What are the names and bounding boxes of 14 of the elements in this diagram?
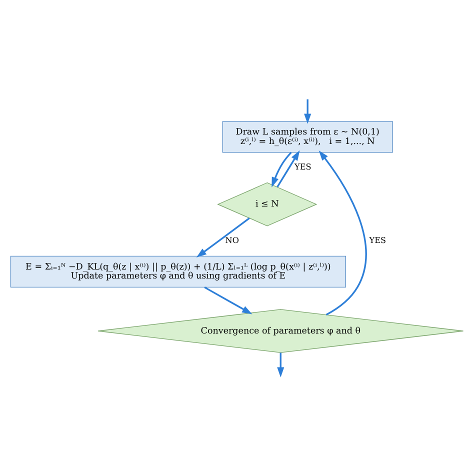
node-box: Draw L samples from ε ~ N(0,1) z⁽ⁱ,ˡ⁾ = h_θ(ε⁽ⁱ⁾, x⁽ⁱ⁾), i = 1,..., N bbox=[222, 121, 393, 153]
arrow bbox=[204, 286, 252, 314]
arrow bbox=[318, 150, 367, 316]
arrow bbox=[304, 99, 312, 124]
node-box: E = Σᵢ₌₁ᴺ −D_KL(q_θ(z | x⁽ⁱ⁾) || p_θ(z)) + (1/L) Σₗ₌₁ᴸ (log p_θ(x⁽ⁱ⁾ | z⁽ⁱ,ˡ⁾)) Update parameters φ and θ using gradients of E bbox=[10, 256, 346, 288]
arrow bbox=[277, 352, 284, 378]
arrow bbox=[272, 152, 292, 188]
edge-label: YES bbox=[294, 162, 312, 172]
arrow bbox=[196, 218, 250, 258]
edge-label: NO bbox=[225, 235, 239, 246]
node-diamond: Convergence of parameters φ and θ bbox=[98, 309, 464, 353]
arrow bbox=[276, 150, 300, 188]
node-diamond: i ≤ N bbox=[217, 182, 318, 226]
edge-label: YES bbox=[369, 235, 386, 246]
